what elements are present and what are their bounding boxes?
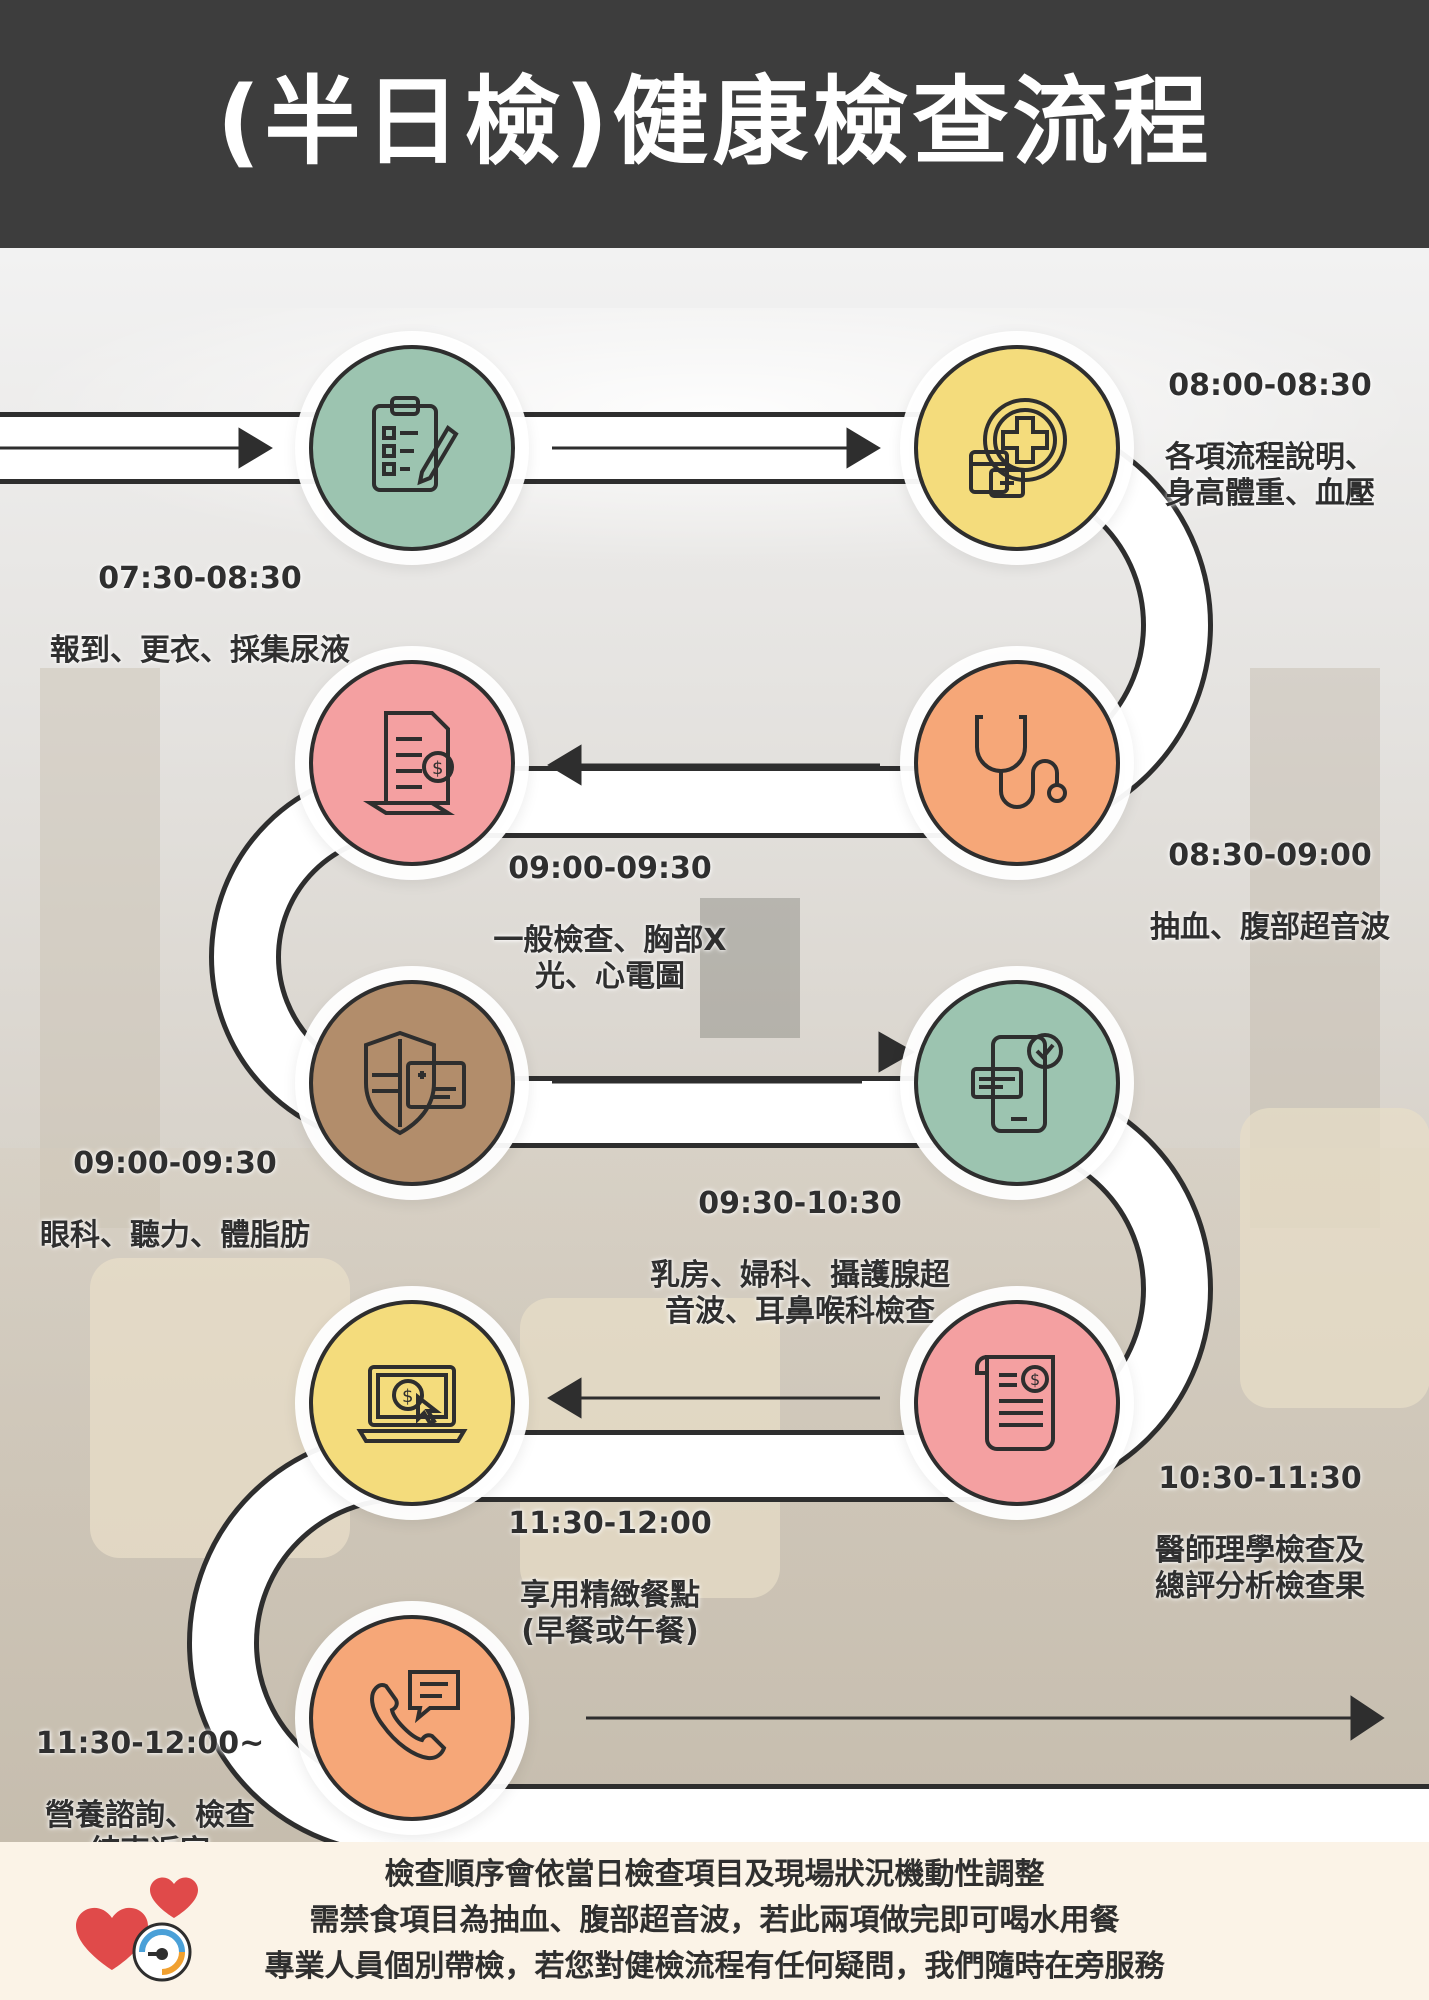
clipboard-checklist-icon xyxy=(372,396,459,492)
step-6-time: 09:30-10:30 xyxy=(698,1186,902,1221)
step-9-circle xyxy=(309,1615,515,1821)
shield-card-icon xyxy=(364,1030,466,1136)
step-1-label: 07:30-08:30 報到、更衣、採集尿液 xyxy=(20,525,380,669)
step-3-label: 08:30-09:00 抽血、腹部超音波 xyxy=(1110,802,1429,946)
step-6-circle xyxy=(914,980,1120,1186)
step-3-circle xyxy=(914,660,1120,866)
heart-clinic-logo xyxy=(76,1877,198,1982)
step-7-circle: $ xyxy=(914,1300,1120,1506)
step-8-label: 11:30-12:00 享用精緻餐點 (早餐或午餐) xyxy=(470,1470,750,1650)
step-4-text: 一般檢查、胸部X 光、心電圖 xyxy=(493,923,727,994)
note-line: 專業人員個別帶檢，若您對健檢流程有任何疑問，我們隨時在旁服務 xyxy=(264,1949,1165,1984)
step-8-text: 享用精緻餐點 (早餐或午餐) xyxy=(520,1578,700,1649)
notes-list: 檢查順序會依當日檢查項目及現場狀況機動性調整 需禁食項目為抽血、腹部超音波，若此… xyxy=(200,1852,1229,1990)
step-1-text: 報到、更衣、採集尿液 xyxy=(50,633,350,668)
svg-text:$: $ xyxy=(402,1386,413,1407)
step-2-circle xyxy=(914,345,1120,551)
invoice-document-icon: $ xyxy=(363,711,455,815)
step-7-label: 10:30-11:30 醫師理學檢查及 總評分析檢查果 xyxy=(1110,1425,1410,1605)
step-5-text: 眼科、聽力、體脂肪 xyxy=(40,1218,310,1253)
step-3-time: 08:30-09:00 xyxy=(1168,838,1372,873)
step-7-time: 10:30-11:30 xyxy=(1158,1461,1362,1496)
svg-text:$: $ xyxy=(1030,1370,1040,1389)
step-3-text: 抽血、腹部超音波 xyxy=(1150,910,1390,945)
step-2-label: 08:00-08:30 各項流程說明、 身高體重、血壓 xyxy=(1120,332,1420,512)
step-2-text: 各項流程說明、 身高體重、血壓 xyxy=(1165,440,1375,511)
step-5-label: 09:00-09:30 眼科、聽力、體脂肪 xyxy=(20,1110,330,1254)
scroll-report-icon: $ xyxy=(975,1355,1055,1451)
stethoscope-icon xyxy=(975,715,1067,809)
medical-cross-icon xyxy=(969,398,1067,498)
step-5-circle xyxy=(309,980,515,1186)
page-title: (半日檢)健康檢查流程 xyxy=(216,66,1213,178)
note-line: 需禁食項目為抽血、腹部超音波，若此兩項做完即可喝水用餐 xyxy=(309,1903,1120,1938)
svg-text:$: $ xyxy=(432,758,443,779)
laptop-payment-icon: $ xyxy=(356,1365,468,1443)
step-4-label: 09:00-09:30 一般檢查、胸部X 光、心電圖 xyxy=(460,815,760,995)
step-6-label: 09:30-10:30 乳房、婦科、攝護腺超 音波、耳鼻喉科檢查 xyxy=(620,1150,980,1330)
step-1-circle xyxy=(309,345,515,551)
step-8-time: 11:30-12:00 xyxy=(508,1506,712,1541)
step-4-circle: $ xyxy=(309,660,515,866)
step-6-text: 乳房、婦科、攝護腺超 音波、耳鼻喉科檢查 xyxy=(650,1258,950,1329)
step-7-text: 醫師理學檢查及 總評分析檢查果 xyxy=(1155,1533,1365,1604)
phone-check-icon xyxy=(971,1033,1063,1133)
phone-chat-icon xyxy=(370,1670,460,1761)
step-8-circle: $ xyxy=(309,1300,515,1506)
step-2-time: 08:00-08:30 xyxy=(1168,368,1372,403)
step-4-time: 09:00-09:30 xyxy=(508,851,712,886)
step-9-time: 11:30-12:00~ xyxy=(35,1726,265,1761)
footer-notes-panel: 檢查順序會依當日檢查項目及現場狀況機動性調整 需禁食項目為抽血、腹部超音波，若此… xyxy=(0,1842,1429,2000)
note-line: 檢查順序會依當日檢查項目及現場狀況機動性調整 xyxy=(384,1857,1045,1892)
step-1-time: 07:30-08:30 xyxy=(98,561,302,596)
step-5-time: 09:00-09:30 xyxy=(73,1146,277,1181)
step-9-label: 11:30-12:00~ 營養諮詢、檢查 結束返家 xyxy=(20,1690,280,1870)
header-bar: (半日檢)健康檢查流程 xyxy=(0,0,1429,248)
